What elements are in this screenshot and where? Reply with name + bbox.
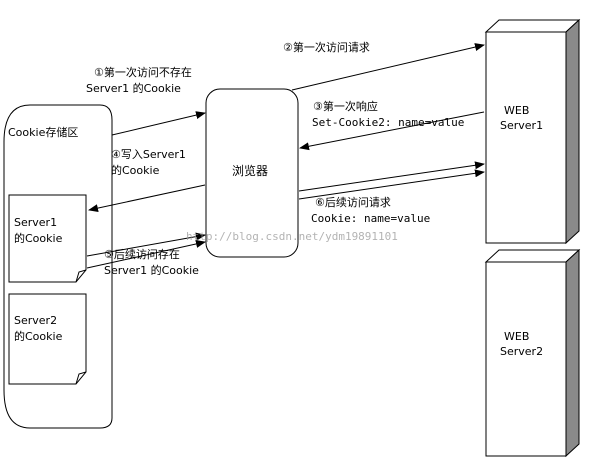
arrow-step6b [298, 169, 485, 200]
step3-line2: Set-Cookie2: name=value [312, 116, 464, 129]
browser-label: 浏览器 [232, 163, 268, 178]
web-server2-line2: Server2 [500, 345, 543, 358]
step6-line2: Cookie: name=value [311, 212, 430, 225]
step5-line2: Server1 的Cookie [104, 263, 199, 277]
step2-line1: ②第一次访问请求 [283, 40, 370, 54]
web-server1: WEB Server1 [484, 18, 581, 245]
arrow-step4 [88, 184, 206, 213]
step5-line1: ⑤后续访问存在 [104, 247, 180, 261]
arrow-step6a [298, 161, 485, 192]
arrow-step2 [291, 43, 485, 91]
watermark: http://blog.csdn.net/ydm19891101 [186, 230, 398, 243]
web-server1-line2: Server1 [500, 119, 543, 132]
step4-line1: ④写入Server1 [111, 148, 186, 161]
server1-cookie-line1: Server1 [14, 216, 57, 229]
web-server2: WEB Server2 [484, 248, 581, 458]
step1-line2: Server1 的Cookie [86, 81, 181, 95]
browser-box: 浏览器 [205, 88, 299, 258]
server1-cookie-doc: Server1 的Cookie [8, 194, 87, 283]
step4-line2: 的Cookie [111, 163, 160, 177]
web-server1-line1: WEB [504, 104, 529, 117]
arrow-step5a [86, 232, 206, 257]
web-server2-line1: WEB [504, 330, 529, 343]
arrow-step3 [299, 111, 485, 151]
server2-cookie-line2: 的Cookie [14, 329, 63, 343]
step3-line1: ③第一次响应 [313, 99, 378, 113]
arrow-step1 [111, 111, 206, 136]
server2-cookie-line1: Server2 [14, 314, 57, 327]
step1-line1: ①第一次访问不存在 [94, 65, 192, 79]
cookie-store-title: Cookie存储区 [8, 125, 78, 139]
step6-line1: ⑥后续访问请求 [315, 195, 391, 209]
server1-cookie-line2: 的Cookie [14, 231, 63, 245]
arrow-step5b [86, 240, 206, 269]
server2-cookie-doc: Server2 的Cookie [8, 293, 87, 385]
